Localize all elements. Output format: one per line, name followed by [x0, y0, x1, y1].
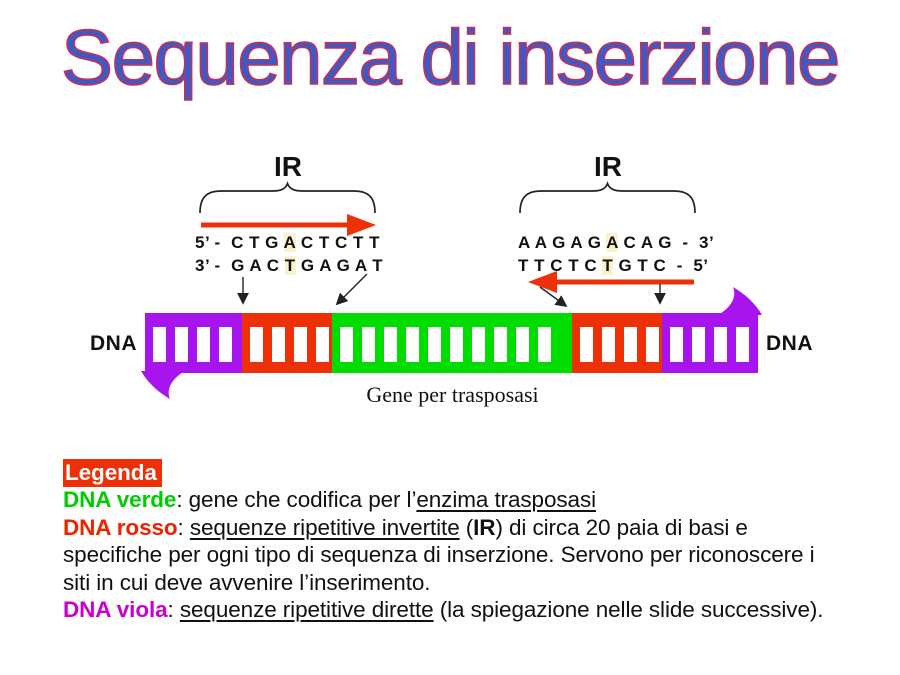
dna-bar-rung-gap — [384, 327, 397, 362]
dna-bar-rung-gap — [736, 327, 749, 362]
dna-bar-rung-gap — [272, 327, 285, 362]
legend-title-badge: Legenda — [63, 459, 162, 487]
sequence-right-top: A A G A G A C A G - 3’ — [518, 233, 715, 252]
gene-label: Gene per trasposasi — [366, 382, 539, 407]
dna-bar-rung-gap — [670, 327, 683, 362]
dna-bar-tail-right — [718, 287, 762, 315]
dna-bar-rung-gap — [646, 327, 659, 362]
legend-title-line: Legenda — [63, 459, 868, 487]
legend: Legenda DNA verde: gene che codifica per… — [63, 459, 868, 623]
dna-bar-rung-gap — [428, 327, 441, 362]
dna-bar-rung-gap — [692, 327, 705, 362]
ir-direction-arrow-right — [528, 271, 694, 293]
dna-bar-rung-gap — [197, 327, 210, 362]
dna-bar-rung-gap — [472, 327, 485, 362]
sequence-block-right: A A G A G A C A G - 3’ T T C T C T G T C… — [518, 231, 715, 277]
sequence-left-top: 5’ - C T G A C T C T T — [195, 233, 380, 252]
highlighted-base: A — [606, 233, 619, 252]
highlighted-base: T — [602, 256, 614, 275]
sequence-left-bottom: 3’ - G A C T G A G A T — [195, 256, 384, 275]
dna-bar-rung-gap — [538, 327, 551, 362]
legend-line-viola: DNA viola: sequenze ripetitive dirette (… — [63, 597, 824, 623]
ir-direction-arrow-left — [201, 214, 376, 236]
dna-bar-rung-gap — [406, 327, 419, 362]
dna-bar-rung-gap — [714, 327, 727, 362]
legend-line-verde: DNA verde: gene che codifica per l’enzim… — [63, 487, 596, 513]
dna-label-left: DNA — [90, 332, 137, 355]
dna-bar-rung-gap — [250, 327, 263, 362]
brace-right — [519, 181, 696, 214]
legend-line-rosso: DNA rosso: sequenze ripetitive invertite… — [63, 514, 748, 540]
connector-arrow-left-inner — [335, 273, 368, 306]
slide-title: Sequenza di inserzione — [60, 13, 841, 101]
highlighted-base: A — [283, 233, 296, 252]
dna-bar-rung-gap — [294, 327, 307, 362]
dna-bar-rung-gap — [316, 327, 329, 362]
ir-label-left: IR — [274, 151, 302, 182]
dna-bar-rung-gap — [362, 327, 375, 362]
legend-line-cont2: siti in cui deve avvenire l’inserimento. — [63, 569, 431, 595]
dna-bar-rung-gap — [602, 327, 615, 362]
legend-line-cont1: specifiche per ogni tipo di sequenza di … — [63, 542, 815, 568]
dna-bar-rung-gap — [340, 327, 353, 362]
dna-bar-rung-gap — [219, 327, 232, 362]
sequence-right-bottom: T T C T C T G T C - 5’ — [518, 256, 709, 275]
connector-arrow-right-inner — [539, 286, 568, 308]
dna-bar-rung-gap — [580, 327, 593, 362]
dna-bar-rung-gap — [153, 327, 166, 362]
dna-bar-rung-gap — [450, 327, 463, 362]
dna-bar-rung-gap — [175, 327, 188, 362]
ir-label-right: IR — [594, 151, 622, 182]
dna-bar-rung-gap — [516, 327, 529, 362]
dna-label-right: DNA — [766, 332, 813, 355]
brace-left — [199, 181, 376, 214]
dna-bar-rung-gap — [494, 327, 507, 362]
dna-bar — [145, 313, 758, 373]
dna-bar-tail-left — [141, 371, 185, 399]
sequence-block-left: 5’ - C T G A C T C T T 3’ - G A C T G A … — [195, 231, 384, 277]
highlighted-base: T — [284, 256, 296, 275]
dna-bar-rung-gap — [624, 327, 637, 362]
